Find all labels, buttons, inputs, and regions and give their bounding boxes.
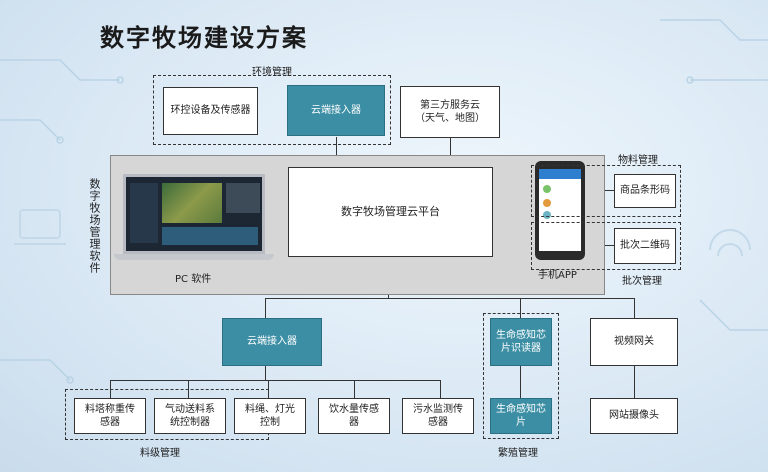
material-management-label: 物料管理 <box>618 151 658 166</box>
pneumatic-controller-box: 气动送料系 统控制器 <box>154 398 226 434</box>
pc-software-label: PC 软件 <box>175 270 211 285</box>
camera-box-overlay: 网站摄像头 <box>590 398 678 434</box>
management-software-label: 数字牧场管理软件 <box>86 178 102 274</box>
sewage-sensor-box: 污水监测传 感器 <box>402 398 474 434</box>
cloud-platform-box: 数字牧场管理云平台 <box>288 167 493 257</box>
page-title: 数字牧场建设方案 <box>100 18 308 53</box>
cloud-connector-top: 云端接入器 <box>287 85 385 136</box>
laptop-base <box>114 254 274 260</box>
video-gateway-box: 视频网关 <box>590 318 678 366</box>
third-party-cloud-box: 第三方服务云 （天气、地图） <box>400 86 500 138</box>
batch-management-label: 批次管理 <box>622 272 662 287</box>
chip-reader-box: 生命感知芯 片识读器 <box>490 318 552 366</box>
connector <box>265 298 635 299</box>
connector <box>634 366 635 398</box>
cloud-connector-bottom: 云端接入器 <box>222 318 322 366</box>
feed-management-label: 料级管理 <box>140 444 180 459</box>
env-control-box: 环控设备及传感器 <box>163 87 258 135</box>
connector <box>354 380 355 398</box>
env-management-label: 环境管理 <box>252 63 292 78</box>
connector <box>440 380 441 398</box>
laptop-screen <box>123 174 265 254</box>
connector <box>110 380 440 381</box>
feed-light-control-box: 料绳、灯光 控制 <box>234 398 306 434</box>
tower-weigh-sensor-box: 料塔称重传 感器 <box>74 398 146 434</box>
connector <box>265 298 266 318</box>
life-chip-box: 生命感知芯 片 <box>490 398 552 434</box>
connector <box>265 366 266 380</box>
breeding-management-label: 繁殖管理 <box>498 444 538 459</box>
qrcode-box: 批次二维码 <box>614 228 676 264</box>
barcode-box: 商品条形码 <box>614 174 676 208</box>
water-sensor-box: 饮水量传感 器 <box>318 398 390 434</box>
connector <box>634 298 635 318</box>
